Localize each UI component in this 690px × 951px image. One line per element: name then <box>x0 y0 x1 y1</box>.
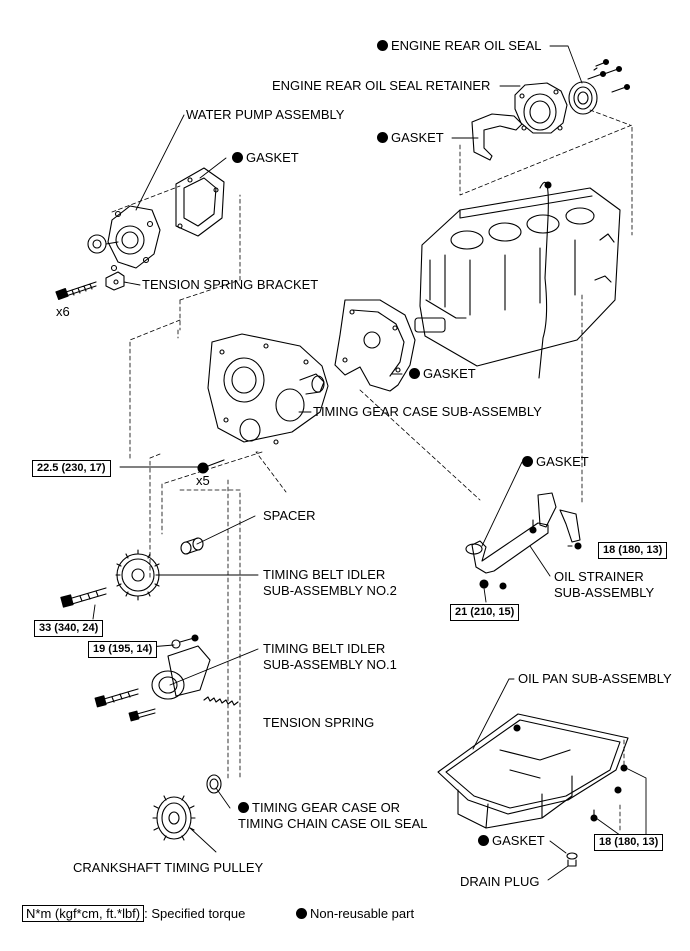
nonreusable-dot-icon <box>238 802 249 813</box>
torque-box-oil-pan: 18 (180, 13) <box>594 834 664 851</box>
label-oil-pan: OIL PAN SUB-ASSEMBLY <box>518 671 672 686</box>
engine-rear-oil-seal-part <box>568 81 598 115</box>
legend-torque-key: N*m (kgf*cm, ft.*lbf) <box>22 905 145 922</box>
drain-plug-part <box>566 852 578 867</box>
timing-case-gasket-part <box>334 299 416 392</box>
label-engine-rear-oil-seal-retainer: ENGINE REAR OIL SEAL RETAINER <box>272 78 491 93</box>
water-pump-part <box>87 205 161 272</box>
label-tension-spring-bracket: TENSION SPRING BRACKET <box>142 277 319 292</box>
legend-torque-text: : Specified torque <box>144 906 246 921</box>
timing-case-bolt <box>197 459 225 474</box>
label-gasket-strainer: GASKET <box>522 454 589 470</box>
rear-gasket-part <box>471 113 523 161</box>
label-gasket-timing-case: GASKET <box>409 366 476 382</box>
tension-spring-part <box>203 696 239 706</box>
water-pump-dashed <box>111 185 241 331</box>
idler-no2-part <box>115 549 161 601</box>
crankshaft-pulley-part <box>152 795 196 841</box>
timing-case-oil-seal-part <box>206 774 222 794</box>
label-drain-plug: DRAIN PLUG <box>460 874 540 889</box>
rear-oil-seal-retainer-part <box>514 82 568 134</box>
nonreusable-dot-icon <box>232 152 243 163</box>
torque-box-timing-case: 22.5 (230, 17) <box>32 460 111 477</box>
legend-torque: N*m (kgf*cm, ft.*lbf): Specified torque <box>22 905 246 922</box>
label-water-pump-assembly: WATER PUMP ASSEMBLY <box>186 107 345 122</box>
torque-box-idler-no1: 19 (195, 14) <box>88 641 158 658</box>
label-x5: x5 <box>196 473 210 488</box>
cylinder-block-part <box>414 181 621 379</box>
oil-pan-dashed <box>619 739 625 831</box>
label-gasket-water-pump: GASKET <box>232 150 299 166</box>
water-pump-bolt <box>55 281 97 301</box>
nonreusable-dot-icon <box>296 908 307 919</box>
nonreusable-dot-icon <box>377 132 388 143</box>
oil-pan-part <box>437 713 629 829</box>
label-x6: x6 <box>56 304 70 319</box>
idler-no1-bolts <box>94 688 156 722</box>
label-gasket-rear: GASKET <box>377 130 444 146</box>
nonreusable-dot-icon <box>522 456 533 467</box>
timing-case-dashed <box>129 294 583 781</box>
torque-box-strainer-bracket: 18 (180, 13) <box>598 542 668 559</box>
legend-nonreusable: Non-reusable part <box>296 906 414 922</box>
spacer-part <box>180 537 204 555</box>
torque-box-idler-no2: 33 (340, 24) <box>34 620 104 637</box>
label-timing-gear-case: TIMING GEAR CASE SUB-ASSEMBLY <box>313 404 542 419</box>
idler-no2-bolt <box>60 587 107 608</box>
label-spacer: SPACER <box>263 508 316 523</box>
label-crankshaft-pulley: CRANKSHAFT TIMING PULLEY <box>73 860 264 875</box>
label-tension-spring: TENSION SPRING <box>263 715 375 730</box>
label-engine-rear-oil-seal: ENGINE REAR OIL SEAL <box>377 38 542 54</box>
label-gasket-drain: GASKET <box>478 833 545 849</box>
nonreusable-dot-icon <box>377 40 388 51</box>
alignment-lines-top <box>459 109 633 236</box>
water-pump-gasket-part <box>175 167 225 237</box>
leader-lines <box>92 45 647 881</box>
tension-spring-bracket-part <box>105 271 125 291</box>
nonreusable-dot-icon <box>478 835 489 846</box>
nonreusable-dot-icon <box>409 368 420 379</box>
timing-gear-case-part <box>207 333 329 445</box>
oil-strainer-part <box>465 492 581 574</box>
idler-no1-part <box>151 634 211 700</box>
torque-box-strainer: 21 (210, 15) <box>450 604 520 621</box>
rear-seal-bolts <box>587 58 631 93</box>
